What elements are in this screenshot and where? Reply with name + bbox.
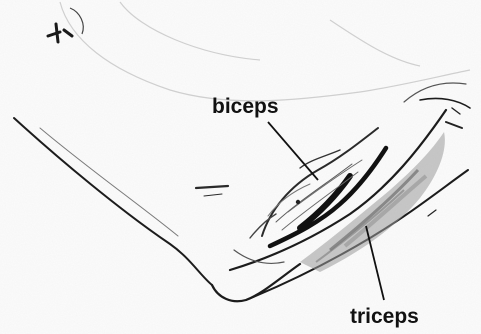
triceps-label: triceps xyxy=(350,306,419,327)
biceps-label: biceps xyxy=(212,96,279,117)
